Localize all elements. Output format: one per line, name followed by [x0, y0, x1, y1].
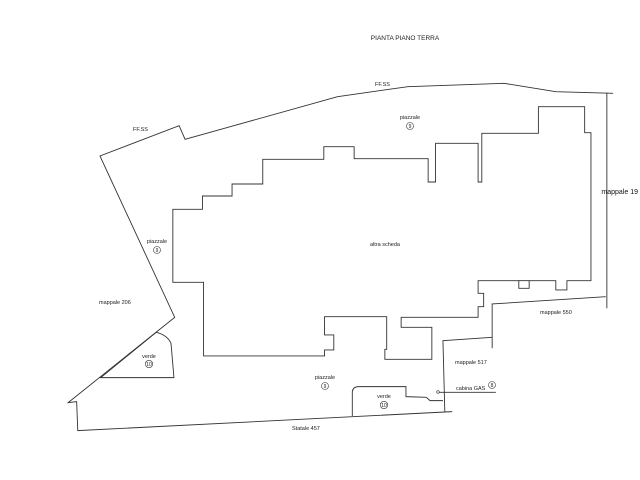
label-ffss-top: FF.SS [375, 82, 390, 88]
label-piazzale-top: piazzale [400, 115, 420, 121]
marker-cabina-gas: 8 [491, 383, 494, 389]
lot-boundary [68, 83, 613, 430]
marker-circle [153, 246, 161, 254]
marker-verde-bottom: 10 [381, 403, 387, 409]
marker-piazzale-top: 9 [409, 124, 412, 130]
green-area-left [101, 332, 174, 377]
label-mappale-19: mappale 19 [601, 189, 638, 196]
green-area-bottom [352, 387, 443, 416]
label-cabina-gas: cabina GAS [456, 386, 486, 392]
marker-circle [406, 122, 414, 130]
marker-circle [321, 382, 329, 390]
marker-piazzale-left: 9 [156, 248, 159, 254]
label-piazzale-bottom: piazzale [315, 375, 335, 381]
label-statale: Statale 457 [292, 426, 320, 432]
boundary-mappale-517 [443, 337, 492, 411]
label-piazzale-left: piazzale [147, 239, 167, 245]
label-verde-bottom: verde [377, 394, 391, 400]
marker-circle [379, 400, 388, 409]
building-outline [173, 107, 591, 360]
label-mappale-206: mappale 206 [99, 300, 131, 306]
gas-cabin-point [436, 390, 440, 394]
label-mappale-517: mappale 517 [455, 360, 487, 366]
boundary-mappale-550 [492, 297, 606, 349]
label-verde-left: verde [142, 354, 156, 360]
label-building: altra scheda [370, 242, 401, 248]
label-mappale-550: mappale 550 [540, 310, 572, 316]
marker-piazzale-bottom: 9 [324, 384, 327, 390]
label-ffss-left: FF.SS [133, 127, 148, 133]
marker-verde-left: 10 [146, 362, 152, 368]
marker-circle [145, 359, 154, 368]
plan-title: PIANTA PIANO TERRA [371, 35, 440, 42]
marker-circle [488, 381, 496, 389]
